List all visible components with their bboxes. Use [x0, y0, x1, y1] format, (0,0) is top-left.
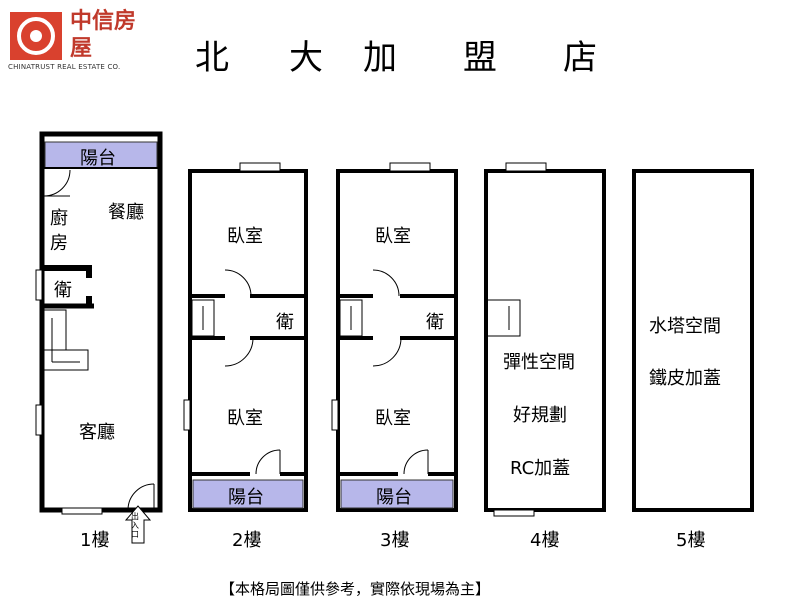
f1-living-label: 客廳 — [79, 422, 115, 443]
f4-label-line1: 彈性空間 — [503, 352, 575, 373]
f1-kitchen-label: 廚房 — [50, 208, 68, 254]
floor-1-plan — [35, 131, 163, 544]
f3-bedroom-top-label: 臥室 — [375, 226, 411, 247]
title-char: 加 — [363, 38, 399, 78]
f1-entrance-label: 出入口 — [131, 512, 139, 539]
f2-balcony-label: 陽台 — [228, 487, 264, 508]
f2-bath-label: 衛 — [276, 312, 294, 333]
floor-5-plan — [632, 169, 754, 512]
f3-bedroom-bottom-label: 臥室 — [375, 408, 411, 429]
brand-name-english: CHINATRUST REAL ESTATE CO. — [8, 63, 121, 71]
floor-2-label: 2樓 — [232, 530, 262, 551]
title-char: 北 — [195, 38, 231, 78]
page-title: 北 大加 盟 店 — [195, 30, 655, 79]
f1-balcony-label: 陽台 — [80, 148, 116, 169]
floor-3-plan — [331, 162, 458, 512]
title-char: 大 — [289, 38, 325, 78]
brand-logo-icon — [10, 12, 62, 60]
f3-balcony-label: 陽台 — [376, 487, 412, 508]
f3-bath-label: 衛 — [426, 312, 444, 333]
title-char: 盟 — [463, 38, 499, 78]
f1-dining-label: 餐廳 — [108, 202, 144, 223]
f2-bedroom-bottom-label: 臥室 — [227, 408, 263, 429]
floor-2-plan — [183, 162, 308, 512]
f5-label-line1: 水塔空間 — [649, 316, 721, 337]
floor-4-plan — [484, 162, 606, 517]
floor-5-label: 5樓 — [676, 530, 706, 551]
title-char: 店 — [563, 38, 599, 78]
floor-1-label: 1樓 — [80, 530, 110, 551]
disclaimer-note: 【本格局圖僅供參考，實際依現場為主】 — [220, 580, 491, 598]
f2-bedroom-top-label: 臥室 — [227, 226, 263, 247]
floor-3-label: 3樓 — [380, 530, 410, 551]
floor-4-label: 4樓 — [530, 530, 560, 551]
f4-label-line2: 好規劃 — [513, 405, 567, 426]
f5-label-line2: 鐵皮加蓋 — [649, 368, 721, 389]
f1-bath-label: 衛 — [54, 280, 72, 301]
f4-label-line3: RC加蓋 — [510, 458, 571, 479]
brand-name: 中信房屋 — [70, 9, 137, 61]
